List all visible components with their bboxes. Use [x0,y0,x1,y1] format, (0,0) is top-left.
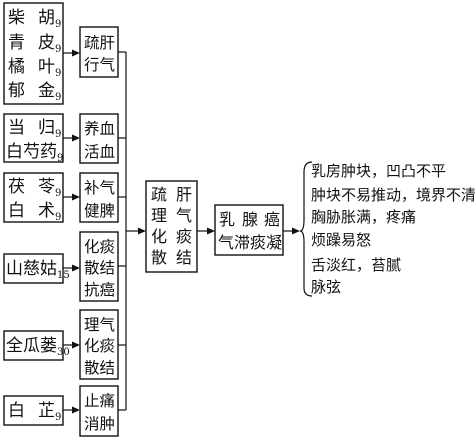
function-line: 养血 [84,120,115,138]
herb-group-2: 当归9 白芍药9 [3,113,64,164]
disease-to-symptoms-arrow [283,227,300,235]
herb-name-quangualou: 全瓜蒌30 [6,336,70,358]
function-line: 行气 [84,56,115,74]
herb-group-1: 柴胡9 青皮9 橘叶9 郁金9 [3,2,64,105]
symptoms-brace [299,161,313,297]
herb-name-baishaoyao: 白芍药9 [6,142,63,164]
function-line: 抗癌 [84,281,115,299]
herb-name-juye: 橘叶9 [8,57,61,79]
symptom-item: 胸胁胀满，疼痛 [311,208,416,226]
function-line: 活血 [84,143,115,161]
symptom-item: 肿块不易推动，境界不清 [311,186,475,204]
herb-name-baizhi: 白芷9 [8,401,61,423]
function-box-6: 止痛 消肿 [79,385,119,437]
herb-name-baizhu: 白术9 [8,201,61,223]
center-to-disease-arrow [197,227,215,235]
herb-name-qingpi: 青皮9 [8,33,61,55]
function-line: 化痰 [84,337,115,355]
center-col-1: 疏 理 化 散 [151,185,172,267]
symptoms-list: 乳房肿块，凹凸不平 肿块不易推动，境界不清 胸胁胀满，疼痛 烦躁易怒 舌淡红，苔… [311,162,475,296]
function-line: 健脾 [84,202,115,220]
herb-name-shancigu: 山慈姑15 [6,259,70,281]
herb-name-fuling: 茯苓9 [8,177,61,199]
symptom-item: 舌淡红，苔腻 [311,256,401,274]
function-line: 补气 [84,179,115,197]
herb-name-chaihu: 柴胡9 [8,8,61,30]
function-line: 止痛 [84,392,115,410]
disease-name: 乳腺癌 [219,210,280,229]
center-box: 疏 理 化 散 肝 气 痰 结 [145,180,198,273]
function-line: 散结 [84,359,115,377]
disease-box: 乳腺癌 气滞痰凝 [214,204,284,256]
function-box-5: 理气 化痰 散结 [79,309,119,380]
function-bracket [118,51,146,411]
herb-group-4: 山慈姑15 [3,253,70,284]
function-box-3: 补气 健脾 [79,172,119,223]
function-line: 化痰 [84,238,115,256]
herb-to-function-arrows [63,49,80,414]
function-line: 消肿 [84,415,115,433]
herb-group-3: 茯苓9 白术9 [3,172,64,223]
function-line: 散结 [84,259,115,277]
symptom-item: 乳房肿块，凹凸不平 [311,162,446,180]
symptom-item: 脉弦 [311,278,341,296]
center-col-2: 肝 气 痰 结 [176,185,197,267]
function-line: 理气 [84,316,115,334]
herb-group-5: 全瓜蒌30 [3,330,70,361]
function-box-4: 化痰 散结 抗癌 [79,231,119,302]
herb-name-danggui: 当归9 [8,118,61,140]
herb-name-yujin: 郁金9 [8,81,61,103]
function-line: 疏肝 [84,34,115,52]
herb-group-6: 白芷9 [3,395,64,426]
function-box-1: 疏肝 行气 [79,26,119,78]
disease-pattern: 气滞痰凝 [218,233,282,252]
function-box-2: 养血 活血 [79,113,119,164]
symptom-item: 烦躁易怒 [311,231,371,249]
